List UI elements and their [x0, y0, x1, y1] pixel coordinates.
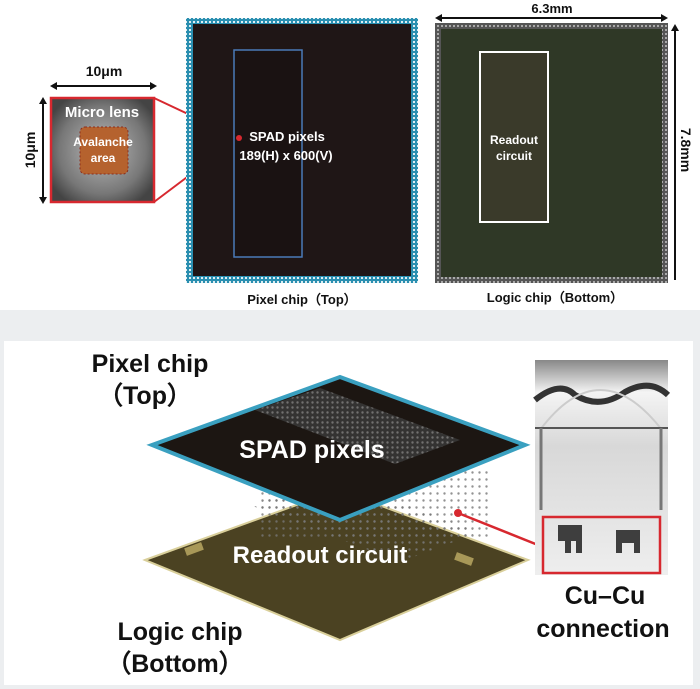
- avalanche-label-1: Avalanche: [73, 135, 133, 149]
- logic-height: 7.8mm: [678, 128, 694, 172]
- readout-label-1: Readout: [490, 133, 538, 147]
- cu-cu-label-1: Cu–Cu: [565, 582, 646, 610]
- spad-3d-label: SPAD pixels: [239, 436, 384, 464]
- pixel-chip-caption: Pixel chip（Top）: [247, 292, 357, 307]
- stacked-chip-3d: Pixel chip （Top） Readout circuit SPAD pi…: [92, 350, 531, 678]
- logic-chip-caption: Logic chip（Bottom）: [487, 290, 624, 305]
- readout-label-2: circuit: [496, 149, 532, 163]
- logic-width: 6.3mm: [531, 1, 572, 16]
- spad-resolution: 189(H) x 600(V): [239, 148, 332, 163]
- pixel-chip-3d-label-2: （Top）: [98, 381, 192, 410]
- micro-lens-inset: 10μm 10μm Micro lens Avalanche area: [22, 63, 241, 204]
- cu-cu-cross-section: Cu–Cu connection: [454, 360, 671, 643]
- avalanche-label-2: area: [91, 151, 116, 165]
- cu-cu-label-2: connection: [536, 615, 669, 643]
- logic-chip-3d-label-1: Logic chip: [118, 618, 243, 646]
- pixel-chip-3d-label-1: Pixel chip: [92, 350, 209, 378]
- pixel-chip-top-view: SPAD pixels 189(H) x 600(V) Pixel chip（T…: [186, 18, 418, 307]
- scale-micro-horizontal: 10μm: [86, 63, 123, 79]
- logic-chip-3d-label-2: （Bottom）: [106, 649, 243, 678]
- logic-chip-top-view: 6.3mm Readout circuit 7.8mm Logic chip（B…: [435, 1, 694, 305]
- scale-micro-vertical: 10μm: [22, 132, 38, 169]
- spad-label: SPAD pixels: [249, 129, 325, 144]
- micro-lens-label: Micro lens: [65, 104, 139, 121]
- readout-3d-label: Readout circuit: [233, 542, 408, 569]
